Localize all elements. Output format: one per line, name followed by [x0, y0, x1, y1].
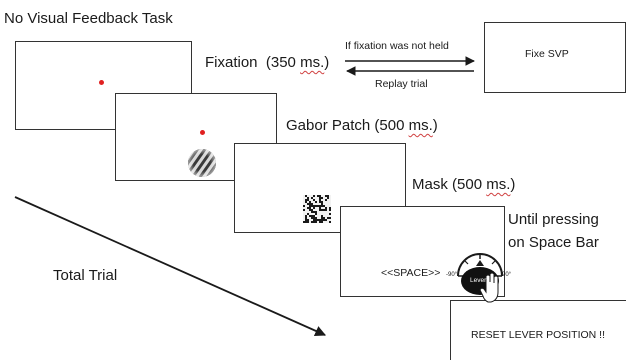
- fixe-svp-label: Fixe SVP: [525, 48, 569, 60]
- lever-icon: [457, 253, 503, 303]
- gabor-duration-close: ): [432, 117, 438, 134]
- space-prompt: <<SPACE>>: [381, 267, 441, 279]
- noise-mask: [303, 195, 331, 223]
- diagram-title: No Visual Feedback Task: [4, 10, 173, 27]
- gabor-screen: [115, 93, 277, 181]
- gabor-duration-num: (500: [374, 117, 409, 134]
- mask-duration-num: (500: [452, 176, 487, 193]
- lever-label: Lever: [470, 277, 487, 284]
- lever-graphic: Lever -90° 90°: [446, 252, 514, 307]
- total-trial-label: Total Trial: [53, 267, 118, 284]
- mask-duration-close: ): [510, 176, 516, 193]
- mask-duration-unit: ms.: [486, 176, 511, 193]
- mask-label-text: Mask: [412, 176, 448, 193]
- lever-right-angle: 90°: [502, 272, 512, 278]
- fixation-duration-unit: ms.: [300, 54, 325, 71]
- fixation-dot: [200, 130, 205, 135]
- gabor-duration-unit: ms.: [408, 117, 433, 134]
- fixe-svp-screen: Fixe SVP: [484, 22, 626, 93]
- fixation-label: Fixation (350 ms.): [205, 55, 329, 70]
- mask-label: Mask (500 ms.): [412, 177, 515, 192]
- fixation-label-text: Fixation: [205, 54, 258, 71]
- reset-screen: RESET LEVER POSITION !!: [450, 300, 626, 360]
- space-label-line2: on Space Bar: [508, 234, 599, 251]
- space-label-line1: Until pressing: [508, 211, 599, 228]
- fixation-duration-close: ): [324, 54, 330, 71]
- loop-backward-label: Replay trial: [375, 78, 428, 90]
- gabor-patch: [188, 149, 216, 177]
- lever-left-angle: -90°: [446, 272, 458, 278]
- fixation-duration-num: (350: [265, 54, 301, 71]
- reset-label: RESET LEVER POSITION !!: [471, 329, 606, 341]
- gabor-label-text: Gabor Patch: [286, 117, 371, 134]
- fixation-dot: [99, 80, 104, 85]
- loop-forward-label: If fixation was not held: [345, 40, 449, 52]
- gabor-label: Gabor Patch (500 ms.): [286, 118, 438, 133]
